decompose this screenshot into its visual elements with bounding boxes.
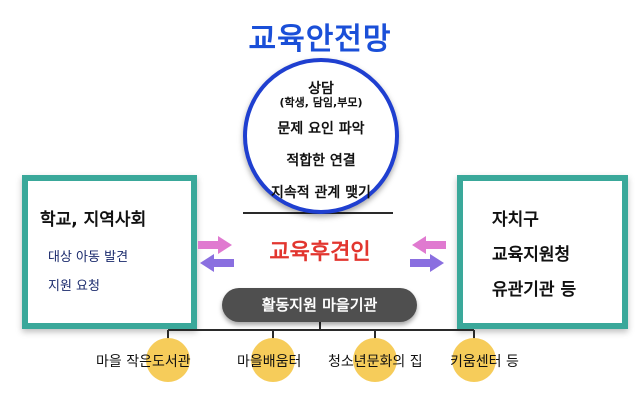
branch-dot (146, 338, 190, 382)
education-guardian-label: 교육후견인 (269, 240, 371, 265)
branch-label: 청소년문화의 집 (328, 354, 423, 370)
circle-subheading: (학생, 담임,부모) (279, 96, 363, 109)
activity-support-pill: 활동지원 마을기관 (222, 288, 417, 322)
branch-label: 키움센터 등 (450, 354, 519, 370)
branch-dot (251, 338, 295, 382)
counseling-circle (243, 58, 399, 214)
exchange-arrows-right-icon (410, 236, 446, 272)
exchange-arrows-left-icon (198, 236, 234, 272)
circle-item-relationship: 지속적 관계 맺기 (271, 185, 371, 201)
school-community-box (22, 175, 197, 329)
right-box-line: 자치구 (492, 210, 539, 230)
branch-dot (353, 338, 397, 382)
left-box-item: 지원 요청 (48, 279, 100, 294)
circle-item-identify: 문제 요인 파악 (277, 121, 365, 137)
circle-item-connect: 적합한 연결 (286, 153, 356, 169)
branch-label: 마을배움터 (237, 354, 302, 370)
right-box-line: 교육지원청 (492, 245, 571, 265)
branch-dot (452, 338, 496, 382)
diagram-title: 교육안전망 (248, 22, 392, 57)
circle-heading: 상담 (308, 81, 334, 97)
branch-label: 마을 작은도서관 (96, 354, 191, 370)
left-box-title: 학교, 지역사회 (40, 210, 147, 230)
district-agencies-box (457, 175, 628, 329)
left-box-item: 대상 아동 발견 (48, 250, 129, 265)
right-box-line: 유관기관 등 (492, 280, 577, 300)
